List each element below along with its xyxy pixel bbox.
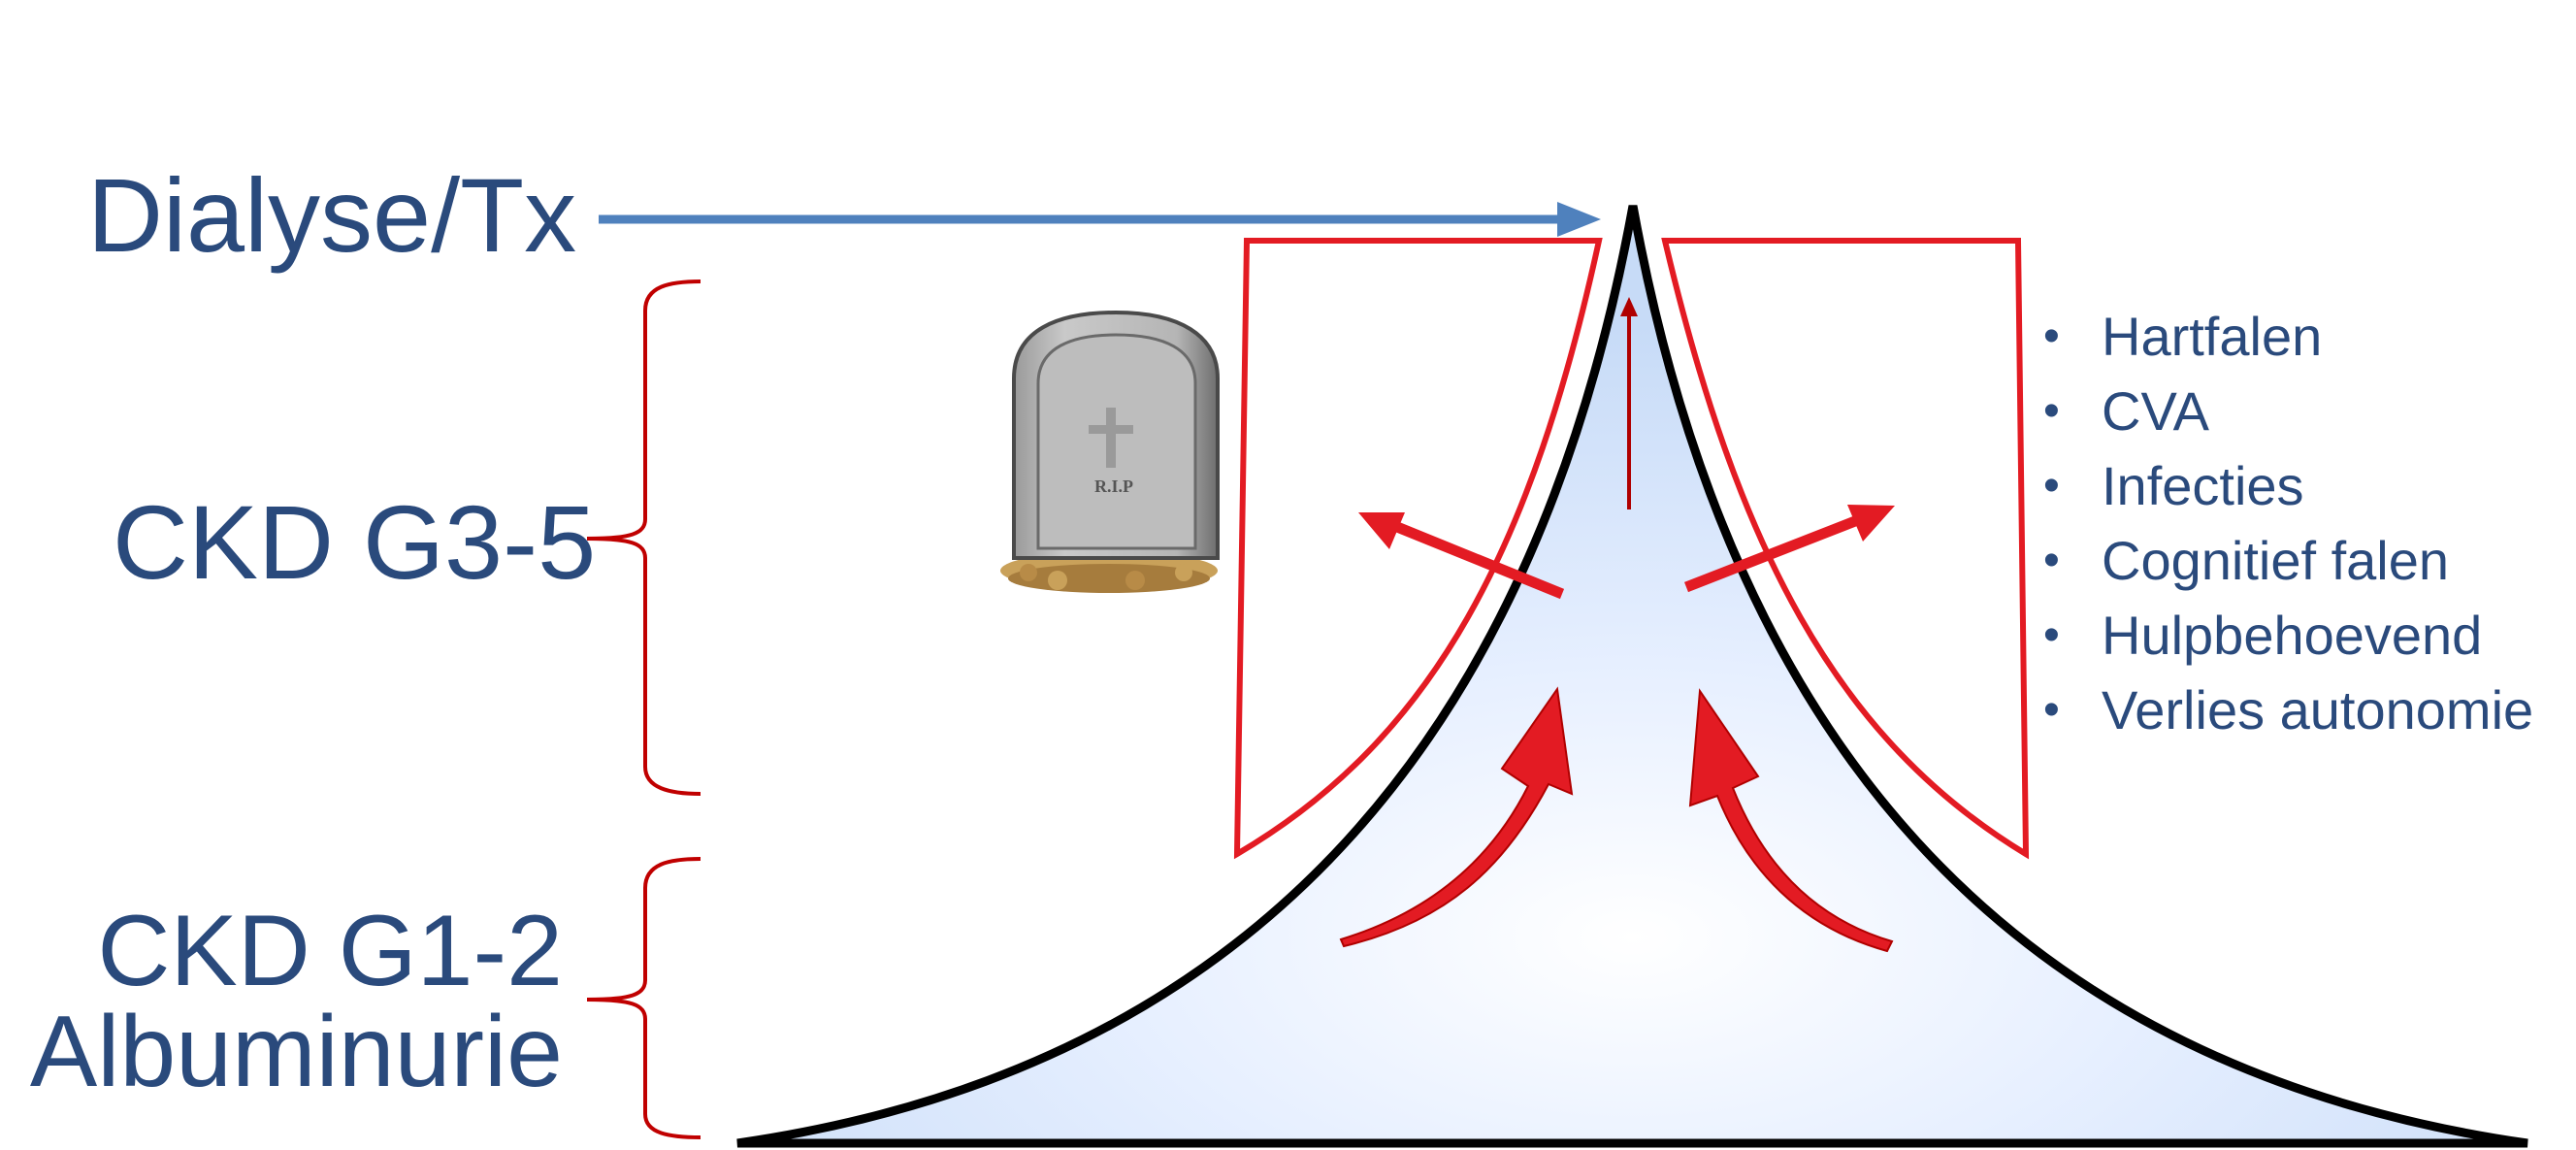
tombstone-icon: R.I.P <box>1000 310 1220 593</box>
right-diagonal-arrow-head <box>1847 505 1895 542</box>
stage-label-dialyse: Dialyse/Tx <box>87 156 577 274</box>
left-red-outline <box>1233 238 1603 860</box>
dialyse-arrow-head <box>1557 202 1601 237</box>
complication-item: Verlies autonomie <box>2043 673 2533 747</box>
brace-ckd-g1-2 <box>586 857 701 1139</box>
stage-label-albuminurie: Albuminurie <box>29 996 563 1108</box>
left-diagonal-arrow-head <box>1358 512 1405 549</box>
brace-ckd-g3-5 <box>586 279 701 796</box>
tombstone-text: R.I.P <box>1094 476 1133 496</box>
right-red-outline <box>1661 238 2030 860</box>
complication-item: CVA <box>2043 374 2533 448</box>
complication-item: Infecties <box>2043 448 2533 523</box>
right-curved-arrow <box>1688 688 1894 953</box>
stage-label-ckd-g1-2-line1: CKD G1-2 <box>97 895 563 1007</box>
stage-label-ckd-g3-5: CKD G3-5 <box>113 483 597 601</box>
complication-item: Cognitief falen <box>2043 523 2533 598</box>
stage-label-ckd-g1-2: CKD G1-2 Albuminurie <box>30 901 563 1102</box>
left-curved-arrow <box>1339 686 1574 948</box>
peak-arrow-head <box>1620 297 1638 316</box>
complications-list: Hartfalen CVA Infecties Cognitief falen … <box>2043 299 2533 747</box>
disease-mountain <box>736 205 2528 1148</box>
complication-item: Hartfalen <box>2043 299 2533 374</box>
left-diagonal-arrow <box>1394 521 1565 600</box>
complication-item: Hulpbehoevend <box>2043 598 2533 673</box>
right-diagonal-arrow <box>1683 515 1858 593</box>
